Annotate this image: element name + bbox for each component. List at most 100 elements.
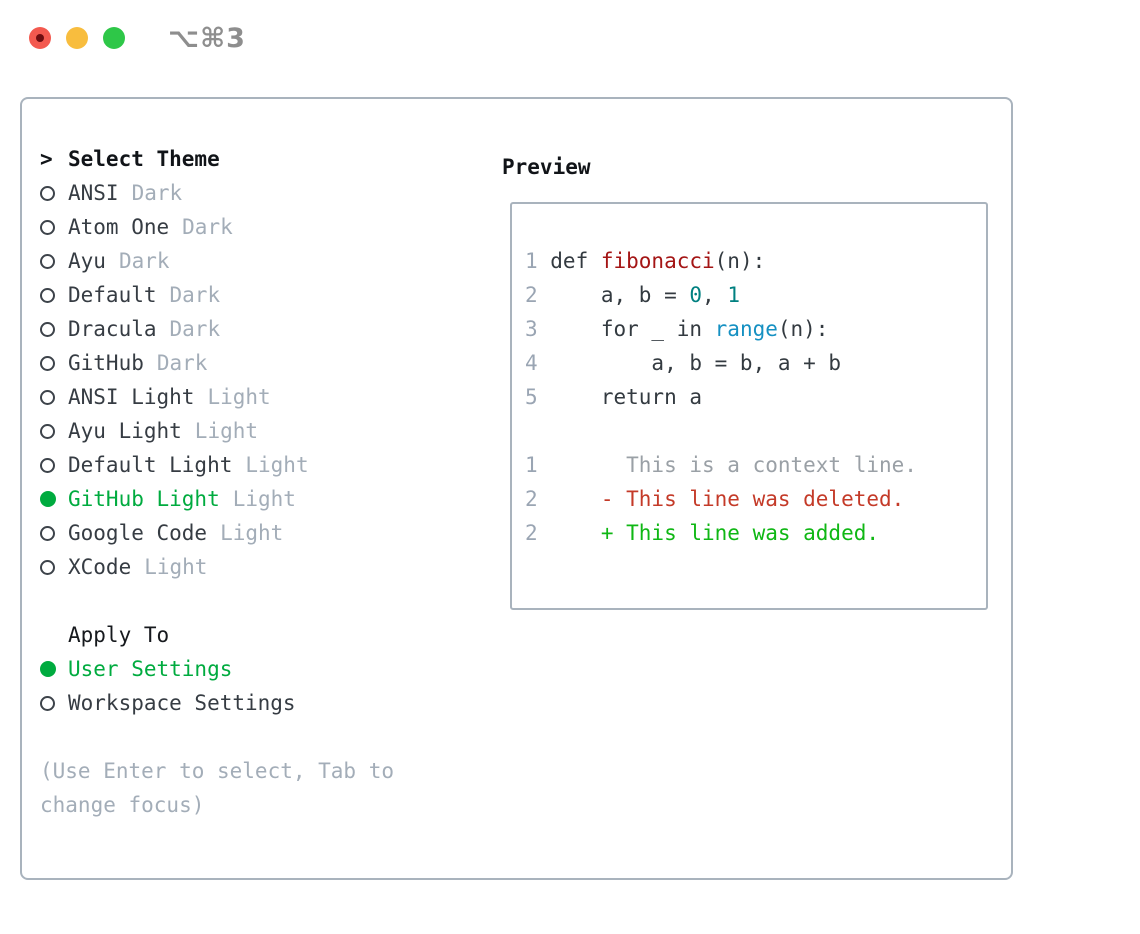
code-text: ,	[702, 283, 728, 307]
code-text: a, b = b, a + b	[550, 351, 842, 375]
apply-to-title: Apply To	[68, 623, 170, 647]
theme-name: Google Code	[68, 521, 208, 545]
diff-context-line: 1 This is a context line.	[525, 448, 986, 482]
apply-option-label: Workspace Settings	[68, 691, 296, 715]
theme-option-default-light[interactable]: Default Light Light	[40, 448, 470, 482]
theme-variant: Light	[144, 555, 208, 579]
theme-variant: Light	[194, 419, 259, 443]
radio-icon	[40, 695, 55, 711]
code-keyword: def	[550, 249, 601, 273]
theme-name: Ayu Light	[68, 419, 182, 443]
theme-name: XCode	[68, 555, 132, 579]
theme-variant: Dark	[182, 215, 233, 239]
diff-added-text: + This line was added.	[550, 521, 880, 545]
theme-name: GitHub Light	[68, 487, 220, 511]
theme-option-github-light[interactable]: GitHub Light Light	[40, 482, 470, 516]
close-button[interactable]	[29, 27, 51, 49]
theme-variant: Dark	[169, 283, 221, 307]
code-builtin: range	[714, 317, 778, 341]
code-text: return a	[550, 385, 702, 409]
code-function: fibonacci	[600, 249, 715, 273]
radio-selected-icon	[40, 661, 56, 677]
radio-icon	[40, 355, 55, 371]
theme-option-ansi-dark[interactable]: ANSI Dark	[40, 176, 470, 210]
code-text: for _ in	[550, 317, 715, 341]
code-line: 2 a, b = 0, 1	[525, 278, 986, 312]
radio-icon	[40, 287, 55, 303]
minimize-button[interactable]	[66, 27, 88, 49]
window-title: ⌥⌘3	[168, 23, 246, 54]
apply-option-workspace-settings[interactable]: Workspace Settings	[40, 686, 470, 720]
radio-icon	[40, 423, 55, 439]
theme-name: Default	[68, 283, 157, 307]
theme-name: ANSI Light	[68, 385, 195, 409]
radio-icon	[40, 389, 55, 405]
theme-variant: Light	[207, 385, 271, 409]
line-number: 2	[525, 521, 538, 545]
diff-deleted-text: - This line was deleted.	[550, 487, 905, 511]
line-number: 1	[525, 249, 538, 273]
blank-line	[525, 414, 986, 448]
theme-option-atom-one-dark[interactable]: Atom One Dark	[40, 210, 470, 244]
theme-name: GitHub	[68, 351, 144, 375]
theme-option-default-dark[interactable]: Default Dark	[40, 278, 470, 312]
theme-option-ayu-light[interactable]: Ayu Light Light	[40, 414, 470, 448]
titlebar: ⌥⌘3	[0, 0, 1140, 70]
theme-name: Dracula	[68, 317, 157, 341]
preview-title: Preview	[502, 155, 591, 179]
theme-option-ayu-dark[interactable]: Ayu Dark	[40, 244, 470, 278]
apply-option-user-settings[interactable]: User Settings	[40, 652, 470, 686]
line-number: 2	[525, 283, 538, 307]
diff-deleted-line: 2 - This line was deleted.	[525, 482, 986, 516]
theme-name: Ayu	[68, 249, 106, 273]
radio-icon	[40, 559, 55, 575]
theme-variant: Dark	[131, 181, 183, 205]
code-number: 1	[727, 283, 740, 307]
radio-icon	[40, 321, 55, 337]
prompt-icon: >	[40, 147, 53, 171]
theme-option-xcode-light[interactable]: XCode Light	[40, 550, 470, 584]
theme-variant: Light	[232, 487, 296, 511]
code-text: a, b =	[550, 283, 690, 307]
select-theme-header: > Select Theme	[40, 142, 470, 176]
theme-picker-panel: > Select Theme ANSI Dark Atom One Dark A…	[20, 97, 1013, 880]
line-number: 3	[525, 317, 538, 341]
theme-variant: Light	[220, 521, 284, 545]
theme-option-dracula-dark[interactable]: Dracula Dark	[40, 312, 470, 346]
keyboard-hint: (Use Enter to select, Tab to change focu…	[40, 759, 395, 817]
preview-pane: 1 def fibonacci(n): 2 a, b = 0, 1 3 for _…	[510, 202, 988, 610]
theme-variant: Dark	[118, 249, 170, 273]
code-line: 1 def fibonacci(n):	[525, 244, 986, 278]
theme-option-github-dark[interactable]: GitHub Dark	[40, 346, 470, 380]
diff-added-line: 2 + This line was added.	[525, 516, 986, 550]
list-title: Select Theme	[68, 147, 220, 171]
theme-variant: Dark	[169, 317, 221, 341]
line-number: 5	[525, 385, 538, 409]
theme-variant: Light	[245, 453, 309, 477]
radio-icon	[40, 253, 55, 269]
theme-option-ansi-light[interactable]: ANSI Light Light	[40, 380, 470, 414]
code-line: 5 return a	[525, 380, 986, 414]
theme-name: Default Light	[68, 453, 233, 477]
code-number: 0	[689, 283, 703, 307]
unsaved-dot-icon	[36, 34, 44, 42]
radio-selected-icon	[40, 491, 56, 507]
line-number: 2	[525, 487, 538, 511]
radio-icon	[40, 457, 55, 473]
theme-list: > Select Theme ANSI Dark Atom One Dark A…	[40, 142, 470, 822]
zoom-button[interactable]	[103, 27, 125, 49]
theme-variant: Dark	[156, 351, 208, 375]
radio-icon	[40, 525, 55, 541]
radio-icon	[40, 185, 55, 201]
theme-name: Atom One	[68, 215, 170, 239]
line-number: 1	[525, 453, 538, 477]
line-number: 4	[525, 351, 538, 375]
code-text: (n):	[714, 249, 766, 273]
radio-icon	[40, 219, 55, 235]
code-line: 3 for _ in range(n):	[525, 312, 986, 346]
code-line: 4 a, b = b, a + b	[525, 346, 986, 380]
apply-to-header: Apply To	[40, 618, 470, 652]
diff-context-text: This is a context line.	[550, 453, 917, 477]
theme-option-google-code-light[interactable]: Google Code Light	[40, 516, 470, 550]
